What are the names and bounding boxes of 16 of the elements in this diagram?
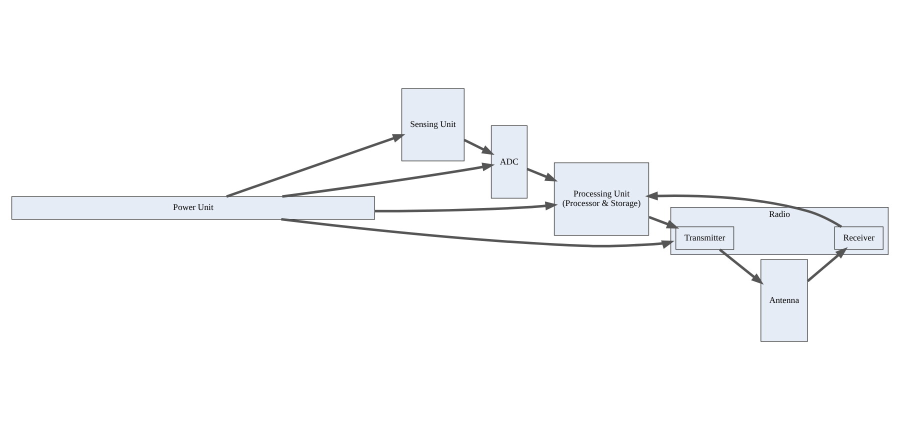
node-box: ADC [490,124,528,198]
arrow [648,215,680,228]
arrow [645,191,842,228]
node-box: Antenna [760,258,808,342]
arrow [806,246,848,282]
arrow [282,162,495,198]
arrow [464,138,495,154]
node-box: Transmitter [676,226,734,250]
node-box: Receiver [834,226,884,250]
arrow [281,218,674,248]
node-box: Power Unit [11,196,375,220]
node-box: Sensing Unit [401,88,464,161]
arrow [374,201,558,212]
arrow [526,167,558,181]
arrow [226,134,406,198]
node-box: Processing Unit (Processor & Storage) [554,162,650,236]
